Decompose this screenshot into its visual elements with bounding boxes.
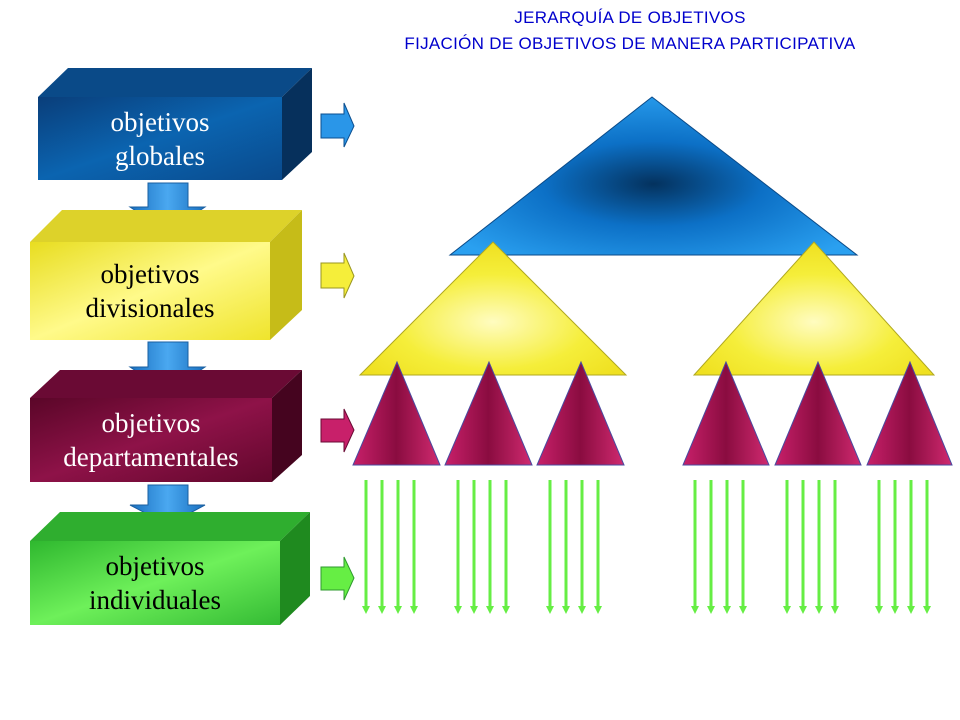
level-label-individuales: objetivos individuales bbox=[30, 541, 280, 625]
box-side-face bbox=[270, 210, 302, 340]
box-front-face bbox=[38, 97, 282, 180]
individual-arrow-head bbox=[470, 606, 478, 614]
level-box-globales bbox=[38, 68, 312, 180]
box-side-face bbox=[272, 370, 302, 482]
individual-arrow-head bbox=[594, 606, 602, 614]
level-label-line1: objetivos bbox=[110, 106, 210, 137]
box-front-face bbox=[30, 541, 280, 625]
individual-arrow-head bbox=[691, 606, 699, 614]
level-label-line2: departamentales bbox=[63, 442, 239, 472]
box-top-face bbox=[38, 68, 312, 97]
box-front-face bbox=[30, 242, 270, 340]
departmental-triangle bbox=[774, 360, 862, 466]
individual-arrow-head bbox=[891, 606, 899, 614]
individual-arrow-head bbox=[394, 606, 402, 614]
diagram-title: JERARQUÍA DE OBJETIVOS bbox=[514, 8, 746, 27]
global-triangle bbox=[448, 96, 859, 256]
level-pointer-arrow-maroon bbox=[320, 408, 355, 453]
box-top-face bbox=[30, 210, 302, 242]
level-label-line1: objetivos bbox=[100, 259, 200, 289]
individual-arrow-head bbox=[799, 606, 807, 614]
individual-arrow-head bbox=[783, 606, 791, 614]
departmental-triangle bbox=[536, 360, 625, 466]
individual-arrow-head bbox=[410, 606, 418, 614]
level-pointer-arrow-yellow bbox=[320, 252, 355, 299]
level-pointer-arrow-blue bbox=[320, 102, 355, 148]
individual-arrow-head bbox=[362, 606, 370, 614]
box-top-face bbox=[30, 512, 310, 541]
box-front-face bbox=[30, 398, 272, 482]
individual-arrow-head bbox=[454, 606, 462, 614]
level-label-globales: objetivos globales bbox=[38, 97, 282, 180]
individual-arrow-head bbox=[907, 606, 915, 614]
individual-arrow-head bbox=[707, 606, 715, 614]
level-label-departamentales: objetivos departamentales bbox=[30, 398, 272, 482]
individual-arrow-head bbox=[923, 606, 931, 614]
box-top-face bbox=[30, 370, 302, 398]
level-label-line1: objetivos bbox=[105, 551, 205, 581]
individual-arrow-head bbox=[486, 606, 494, 614]
individual-arrow-head bbox=[562, 606, 570, 614]
box-side-face bbox=[282, 68, 312, 180]
level-label-line2: individuales bbox=[89, 585, 221, 615]
individual-arrow-head bbox=[378, 606, 386, 614]
level-label-line2: divisionales bbox=[85, 293, 215, 323]
individual-arrow-head bbox=[546, 606, 554, 614]
level-box-departamentales bbox=[30, 370, 302, 482]
departmental-triangle bbox=[866, 360, 953, 466]
level-pointer-arrow-green bbox=[320, 556, 355, 601]
level-label-divisionales: objetivos divisionales bbox=[30, 242, 270, 340]
individual-arrows-group bbox=[362, 480, 931, 614]
level-box-individuales bbox=[30, 512, 310, 625]
individual-arrow-head bbox=[723, 606, 731, 614]
individual-arrow-head bbox=[739, 606, 747, 614]
individual-arrow-head bbox=[578, 606, 586, 614]
individual-arrow-head bbox=[831, 606, 839, 614]
individual-arrow-head bbox=[502, 606, 510, 614]
level-label-line2: globales bbox=[115, 140, 205, 171]
divisional-triangle bbox=[358, 241, 628, 376]
departmental-triangle bbox=[682, 360, 770, 466]
level-box-divisionales bbox=[30, 210, 302, 340]
departmental-triangle bbox=[444, 360, 533, 466]
diagram-subtitle: FIJACIÓN DE OBJETIVOS DE MANERA PARTICIP… bbox=[404, 34, 856, 53]
departmental-triangle bbox=[352, 360, 441, 466]
individual-arrow-head bbox=[875, 606, 883, 614]
box-side-face bbox=[280, 512, 310, 625]
individual-arrow-head bbox=[815, 606, 823, 614]
level-label-line1: objetivos bbox=[101, 408, 201, 438]
divisional-triangle bbox=[692, 241, 936, 376]
